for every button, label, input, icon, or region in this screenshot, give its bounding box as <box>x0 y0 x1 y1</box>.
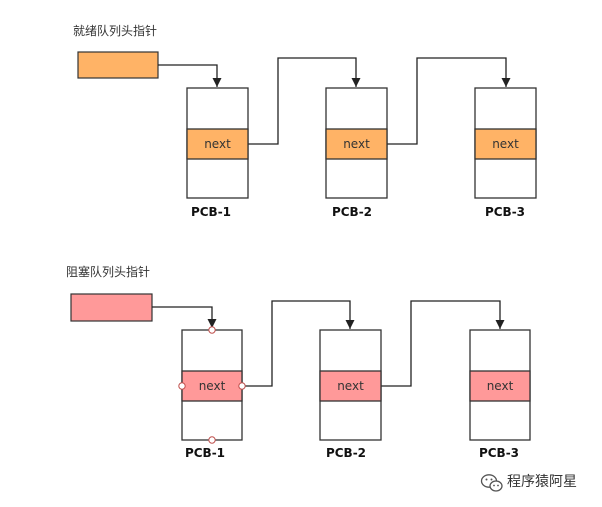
ready-pcb-1-name: PCB-1 <box>191 205 231 219</box>
ready-queue: 就绪队列头指针 next PCB-1 next PCB-2 next PCB-3 <box>73 23 537 219</box>
ready-pcb-3-next-field <box>474 128 537 160</box>
ready-queue-title: 就绪队列头指针 <box>73 23 157 38</box>
blocked-pcb-1-next-label: next <box>199 379 226 393</box>
ready-head-pointer <box>77 51 159 79</box>
watermark: 程序猿阿星 <box>480 474 577 492</box>
ready-pcb-2-next-field <box>325 128 388 160</box>
blocked-pcb-2-next-field <box>319 370 382 402</box>
ready-pcb-2: next PCB-2 <box>325 87 388 219</box>
ready-link-2-3 <box>387 57 511 145</box>
blocked-pcb-3-next-label: next <box>487 379 514 393</box>
blocked-pcb-2: next PCB-2 <box>319 329 382 460</box>
ready-pcb-1-next-label: next <box>204 137 231 151</box>
ready-pcb-1: next PCB-1 <box>186 87 249 219</box>
connection-point-bottom <box>208 436 216 444</box>
blocked-pcb-3: next PCB-3 <box>469 329 531 460</box>
blocked-pcb-3-next-field <box>469 370 531 402</box>
ready-head-arrow <box>158 64 222 87</box>
blocked-link-2-3 <box>381 300 505 387</box>
blocked-pcb-2-next-label: next <box>337 379 364 393</box>
connection-point-right <box>238 382 246 390</box>
ready-pcb-3-next-label: next <box>492 137 519 151</box>
connection-point-left <box>178 382 186 390</box>
blocked-head-pointer <box>70 293 153 322</box>
blocked-head-arrow <box>152 306 217 328</box>
blocked-queue: 阻塞队列头指针 next PCB-1 next PCB-2 <box>66 264 531 460</box>
ready-pcb-3-name: PCB-3 <box>485 205 525 219</box>
blocked-pcb-1: next PCB-1 <box>178 326 246 460</box>
ready-pcb-2-name: PCB-2 <box>332 205 372 219</box>
ready-pcb-2-next-label: next <box>343 137 370 151</box>
blocked-pcb-3-name: PCB-3 <box>479 446 519 460</box>
blocked-pcb-2-name: PCB-2 <box>326 446 366 460</box>
blocked-pcb-1-name: PCB-1 <box>185 446 225 460</box>
ready-pcb-1-next-field <box>186 128 249 160</box>
blocked-queue-title: 阻塞队列头指针 <box>66 264 150 279</box>
blocked-link-1-2 <box>242 300 355 387</box>
ready-link-1-2 <box>248 57 361 145</box>
watermark-text: 程序猿阿星 <box>507 474 577 490</box>
connection-point-top <box>208 326 216 334</box>
wechat-logo-icon <box>480 474 503 492</box>
ready-pcb-3: next PCB-3 <box>474 87 537 219</box>
